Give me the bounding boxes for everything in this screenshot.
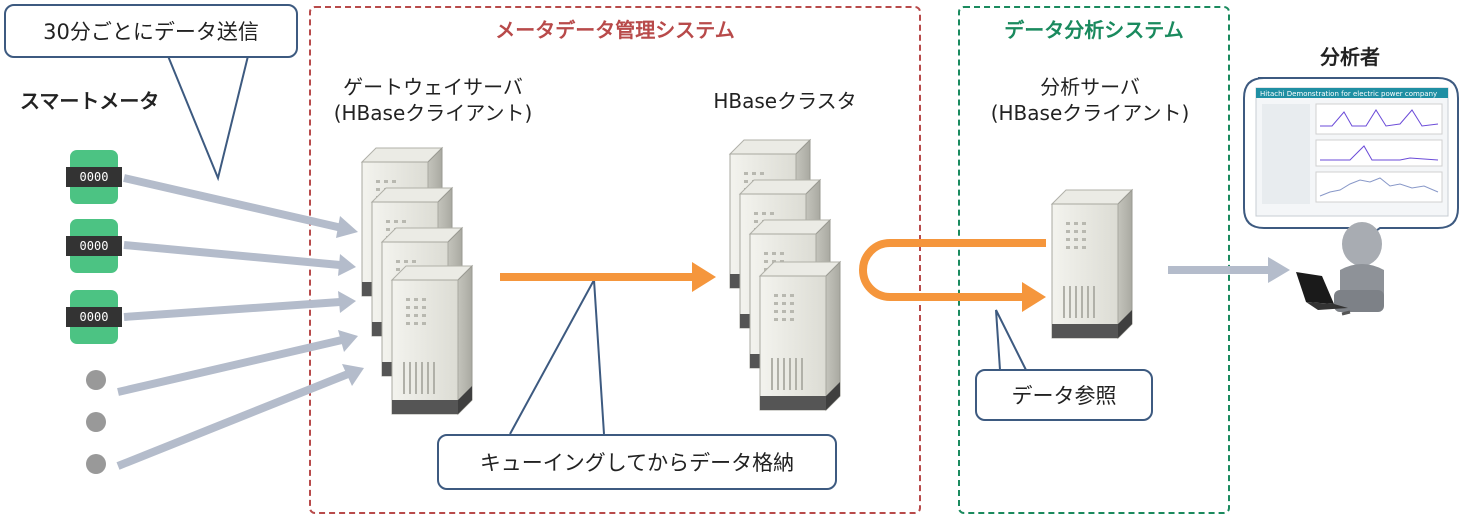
reference-callout: データ参照 [975, 369, 1153, 421]
store-flow-arrow [500, 262, 716, 292]
meter-display: 0000 [66, 307, 122, 327]
smart-meter: 0000 [66, 150, 122, 204]
analysis-system-title: データ分析システム [1004, 18, 1184, 42]
reference-flow-arrow [859, 239, 1046, 312]
smart-meter-label: スマートメータ [20, 89, 160, 113]
gateway-server-label: ゲートウェイサーバ (HBaseクライアント) [333, 75, 533, 125]
gateway-server-icons [361, 147, 473, 415]
ellipsis-dot [86, 370, 106, 390]
laptop-icon [1296, 272, 1348, 310]
meter-display: 0000 [66, 236, 122, 256]
analysis-system-box [958, 6, 1230, 514]
meter-input-arrows [116, 174, 364, 470]
person-icon [1334, 222, 1384, 316]
analyst-label: 分析者 [1320, 45, 1380, 69]
analyst-arrow [1168, 257, 1290, 283]
smart-meter: 0000 [66, 290, 122, 344]
queue-callout: キューイングしてからデータ格納 [437, 434, 837, 490]
smart-meter: 0000 [66, 219, 122, 273]
metadata-system-title: メータデータ管理システム [495, 18, 735, 42]
analysis-server-label: 分析サーバ (HBaseクライアント) [990, 75, 1190, 125]
hbase-cluster-server-icons [729, 139, 841, 411]
monitor-icon [1243, 77, 1459, 253]
ellipsis-dot [86, 454, 106, 474]
analysis-server-icon [1051, 189, 1133, 339]
meter-display: 0000 [66, 167, 122, 187]
screen-header-text: Hitachi Demonstration for electric power… [1260, 90, 1437, 98]
send-callout: 30分ごとにデータ送信 [4, 4, 298, 58]
hbase-cluster-label: HBaseクラスタ [713, 89, 857, 113]
ellipsis-dot [86, 412, 106, 432]
